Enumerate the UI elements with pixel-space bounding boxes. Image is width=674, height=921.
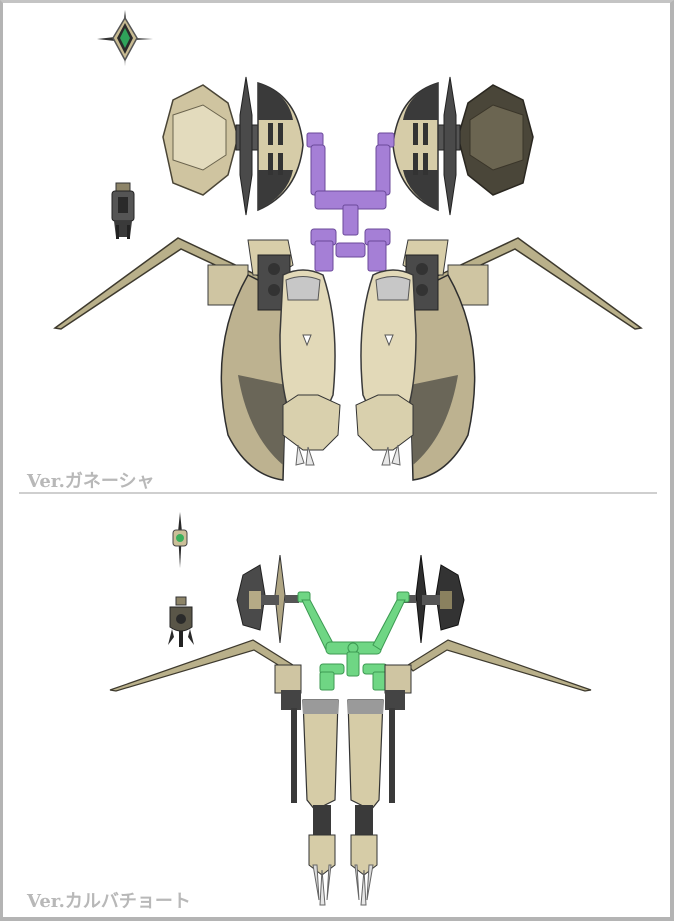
version-panel-ganesha: Ver.ガネーシャ [3, 3, 670, 493]
right-wing [407, 639, 592, 692]
section-divider [19, 492, 657, 494]
left-leg-armor [207, 239, 341, 481]
left-leg [274, 664, 339, 906]
left-wing [109, 639, 294, 692]
right-shoulder-unit [392, 76, 534, 216]
version-label: Ver.カルバチョート [27, 891, 191, 912]
version-panel-karbachot: Ver.カルバチョート [3, 495, 670, 917]
right-leg [347, 664, 412, 906]
head-part [168, 596, 194, 647]
core-emblem-icon [172, 512, 188, 568]
green-frame-connector [297, 591, 410, 691]
purple-frame-connector [306, 132, 395, 272]
right-arm-unit [402, 554, 465, 644]
version-label: Ver.ガネーシャ [27, 471, 155, 492]
left-arm-unit [236, 554, 299, 644]
head-part [111, 182, 135, 239]
left-shoulder-unit [162, 76, 304, 216]
core-emblem-icon [97, 10, 153, 66]
right-leg-armor [355, 239, 489, 481]
